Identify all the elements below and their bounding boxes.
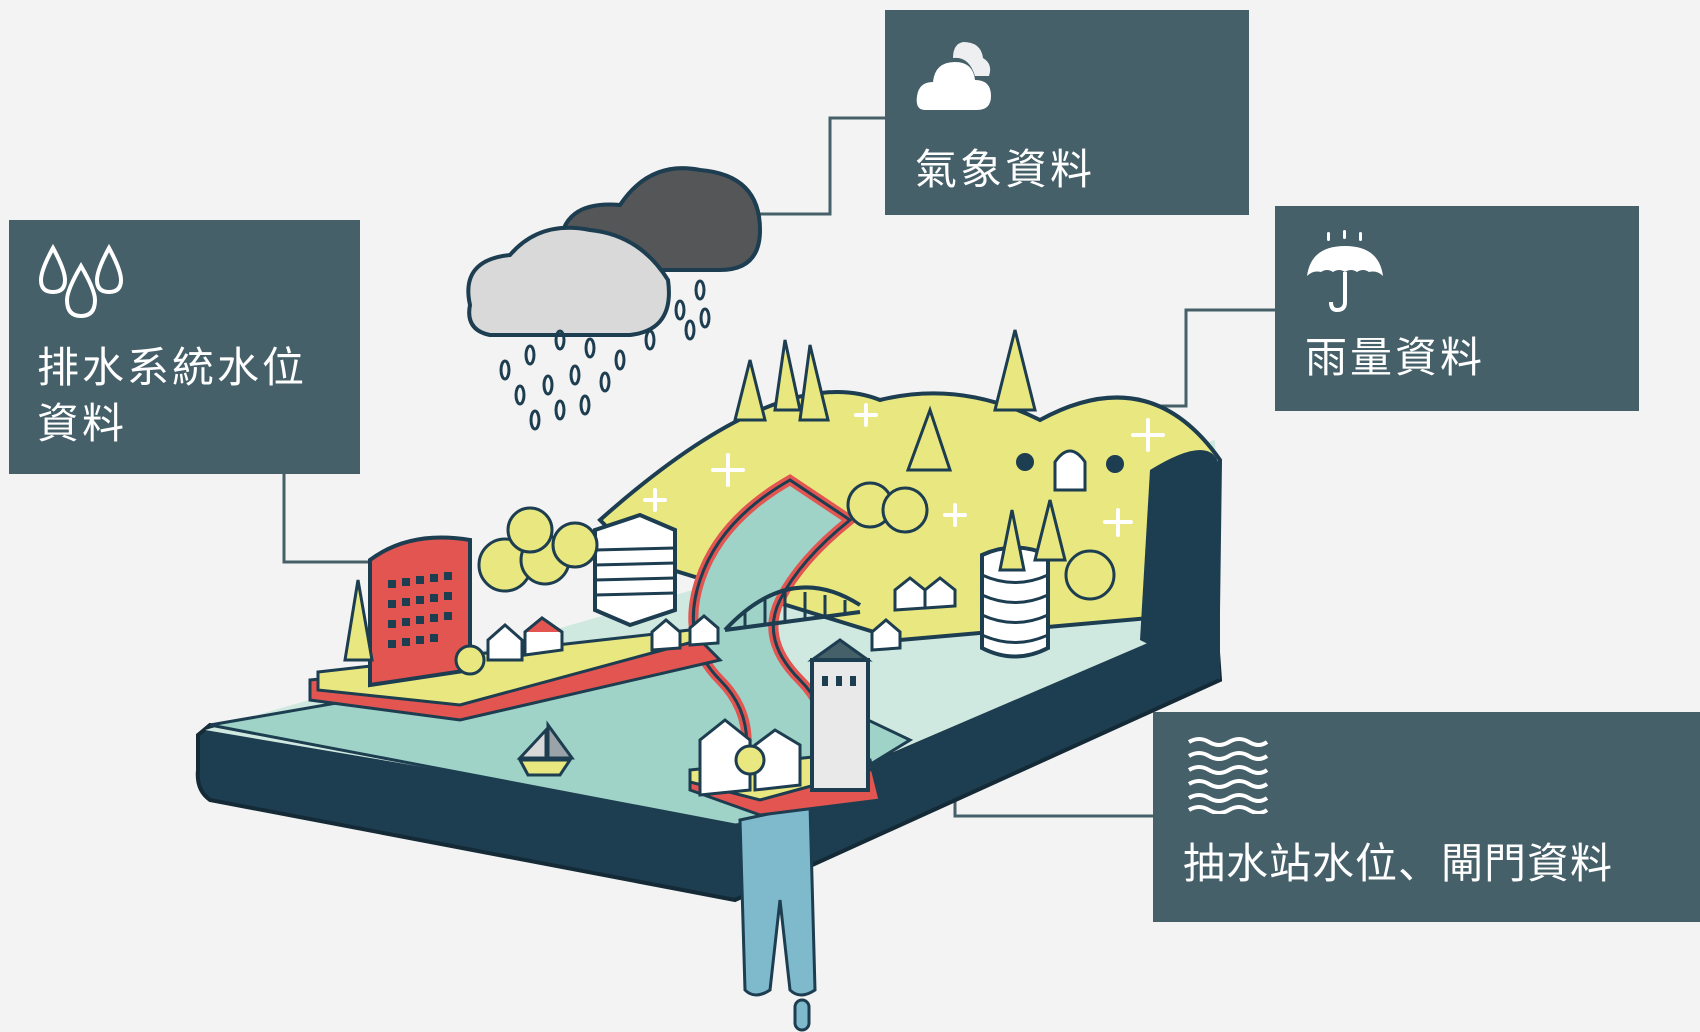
card-rainfall-data: 雨量資料 [1275, 206, 1639, 411]
red-building [368, 535, 472, 688]
weather-data-label: 氣象資料 [915, 145, 1096, 194]
sparkles [643, 403, 1165, 537]
connector-weather [760, 116, 885, 216]
rainfall-data-label: 雨量資料 [1305, 333, 1486, 382]
cloud-icon [916, 42, 991, 110]
umbrella-icon [1307, 230, 1383, 312]
connector-rain [1100, 308, 1275, 408]
bridge [723, 585, 862, 632]
connector-drainage [282, 474, 370, 564]
drainage-water-level-label: 排水系統水位 資料 [37, 343, 308, 448]
left-platform [308, 628, 723, 722]
waves-icon [1187, 737, 1269, 814]
storm-clouds [466, 166, 763, 431]
card-pump-station-gate-data: 抽水站水位、閘門資料 [1153, 712, 1700, 922]
boat [516, 720, 575, 777]
white-building [593, 512, 677, 628]
houses [486, 576, 957, 797]
pump-station-gate-data-label: 抽水站水位、閘門資料 [1183, 839, 1614, 888]
pump-station-tower [807, 638, 873, 792]
water-drops-icon [39, 243, 123, 319]
card-weather-data: 氣象資料 [885, 10, 1249, 215]
trees [343, 329, 1116, 776]
card-drainage-water-level: 排水系統水位 資料 [9, 220, 360, 474]
